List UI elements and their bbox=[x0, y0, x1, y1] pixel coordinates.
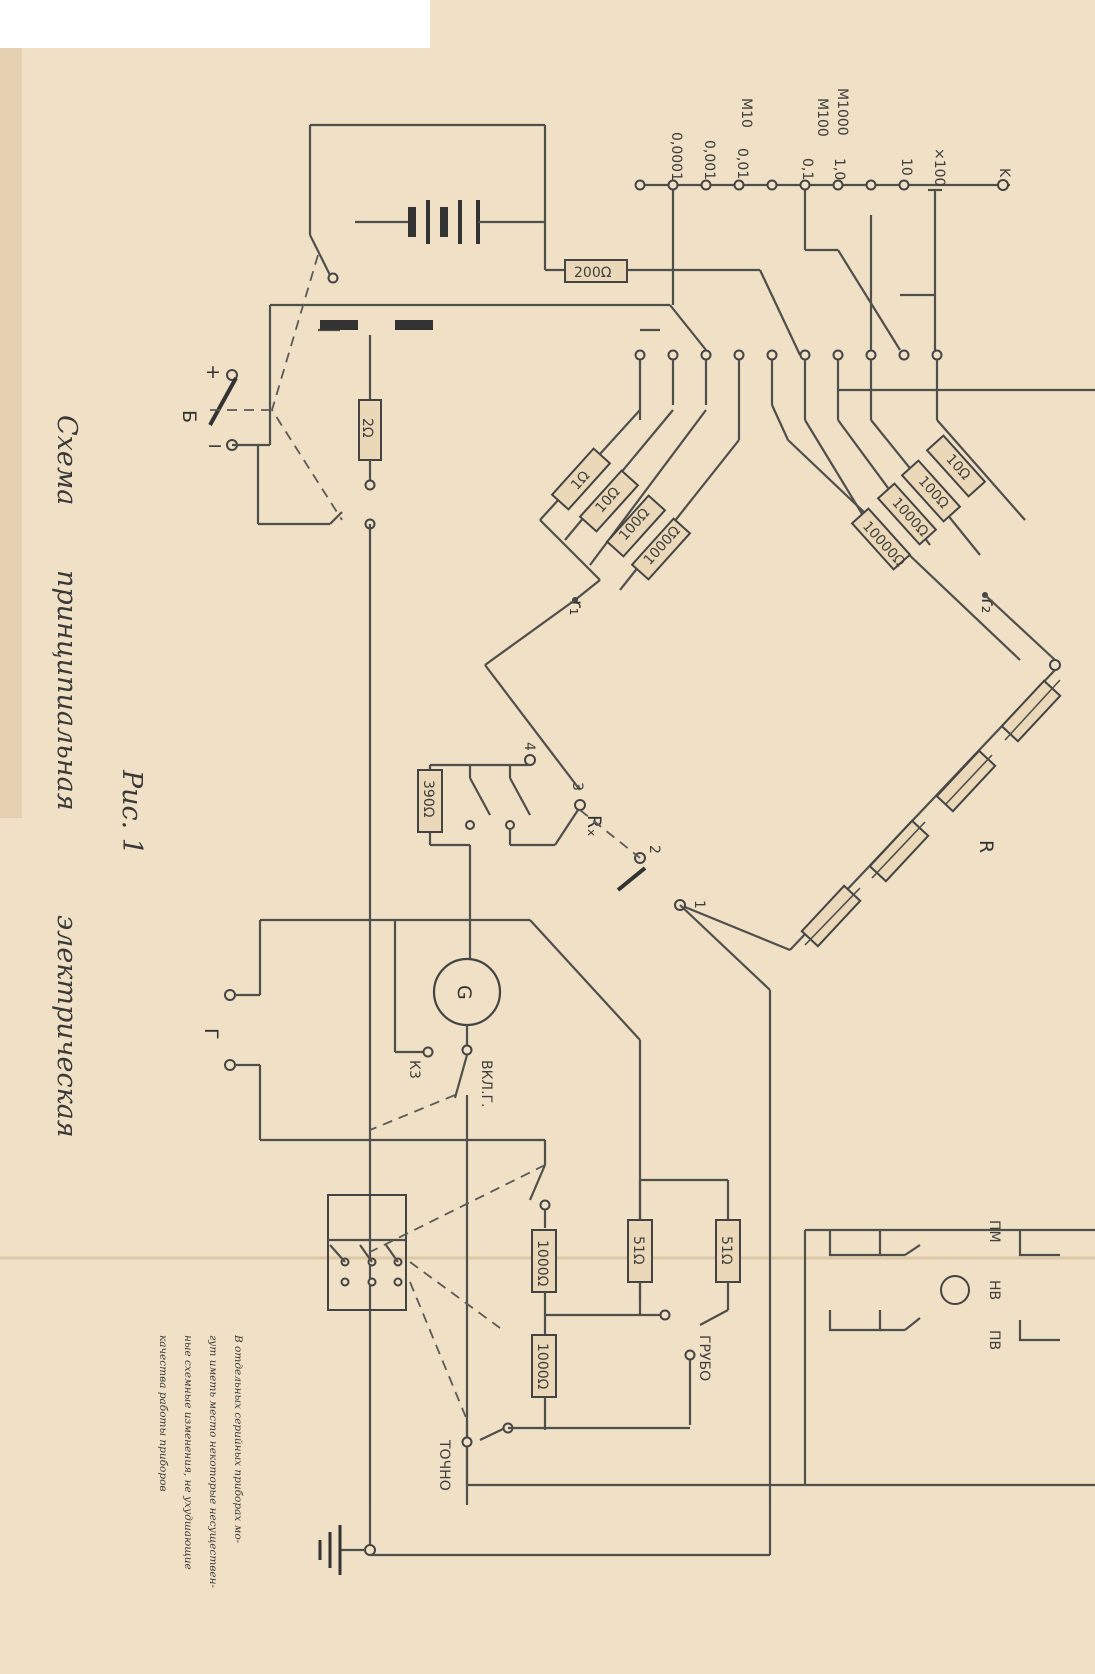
resistor-390 bbox=[417, 769, 443, 833]
rheostat-label: R bbox=[975, 840, 997, 853]
battery-minus: − bbox=[207, 435, 223, 457]
title-part-3: электрическая bbox=[51, 915, 82, 1138]
mult-M100: M100 bbox=[814, 98, 830, 137]
mult-M10: M10 bbox=[738, 98, 754, 128]
arm1-r10 bbox=[578, 469, 640, 533]
resistor-2-label: 2Ω bbox=[359, 418, 375, 438]
arm2-r10000 bbox=[850, 507, 912, 571]
galvanometer: К3 G ВКЛ.Г. Г bbox=[200, 904, 772, 1505]
battery-switch: 2Ω + − Б bbox=[178, 125, 433, 1505]
title-part-1: Схема bbox=[51, 415, 82, 505]
resistor-51a-label: 51Ω bbox=[630, 1236, 646, 1265]
resistor-1000a-label: 1000Ω bbox=[534, 1240, 550, 1287]
note-line-4: качества работы приборов bbox=[157, 1335, 169, 1492]
title-block: Схема принципиальная электрическая Рис. … bbox=[51, 415, 147, 1138]
arm2-r100 bbox=[900, 459, 962, 523]
range-0-0001: 0,0001 bbox=[668, 132, 684, 181]
figure-label: Рис. 1 bbox=[116, 769, 147, 855]
galvanometer-symbol: G bbox=[453, 985, 475, 1000]
resistor-51b-label: 51Ω bbox=[718, 1236, 734, 1265]
note-line-1: В отдельных серийных приборах мо- bbox=[232, 1334, 244, 1544]
arm2-r1000 bbox=[876, 482, 938, 546]
note-line-3: ные схемные изменения, не ухудшающие bbox=[182, 1335, 194, 1570]
range-0-01: 0,01 bbox=[734, 148, 750, 179]
lower-switch-block: 1000Ω 1000Ω 51Ω 51Ω ГРУБО ТОЧНО bbox=[327, 1164, 1095, 1491]
arm1-r100 bbox=[605, 494, 667, 558]
footnote: В отдельных серийных приборах мо- гут им… bbox=[157, 1334, 244, 1589]
node-2: 2 bbox=[646, 845, 662, 854]
mult-M1000: M1000 bbox=[834, 88, 850, 136]
ground-symbol bbox=[318, 1500, 772, 1575]
note-line-2: гут иметь место некоторые несуществен- bbox=[207, 1335, 219, 1589]
range-1-0: 1,0 bbox=[831, 158, 847, 180]
battery-plus: + bbox=[205, 361, 221, 383]
bridge-contacts bbox=[270, 190, 1095, 392]
paper-corner bbox=[0, 0, 430, 48]
range-10: 10 bbox=[898, 158, 914, 176]
range-switch: K ×100 10 1,0 0,1 0,01 0,001 0,0001 M100… bbox=[634, 88, 1012, 360]
node-3: 3 bbox=[569, 782, 585, 791]
rx-label: Rₓ bbox=[583, 815, 605, 837]
nv-label: НВ bbox=[986, 1280, 1002, 1300]
battery-cell: 200Ω bbox=[310, 123, 801, 356]
r1-label: r₁ bbox=[565, 600, 587, 615]
vkl-label: ВКЛ.Г. bbox=[478, 1060, 494, 1108]
resistor-1000b-label: 1000Ω bbox=[534, 1343, 550, 1390]
arm2-r10 bbox=[925, 434, 987, 498]
bridge-arm-r2: 10Ω 100Ω 1000Ω 10000Ω r₂ bbox=[787, 360, 1061, 671]
arm1-r1 bbox=[550, 447, 612, 511]
grubo-label: ГРУБО bbox=[696, 1335, 712, 1381]
node-1: 1 bbox=[691, 900, 707, 909]
resistor-51a bbox=[627, 1219, 653, 1283]
title-part-2: принципиальная bbox=[51, 570, 82, 811]
connector-block: ПМ НВ ПВ bbox=[803, 1220, 1095, 1485]
arm1-r1000 bbox=[630, 517, 692, 581]
battery-name: Б bbox=[178, 410, 200, 423]
range-K: K bbox=[996, 168, 1012, 178]
resistor-1000b bbox=[531, 1334, 557, 1398]
resistor-200-label: 200Ω bbox=[574, 265, 612, 281]
paper-edge bbox=[0, 48, 22, 818]
tochno-label: ТОЧНО bbox=[436, 1439, 452, 1491]
g-terminal-label: Г bbox=[200, 1028, 222, 1040]
pm-label: ПМ bbox=[986, 1220, 1002, 1243]
node-4: 4 bbox=[521, 742, 537, 751]
range-0-001: 0,001 bbox=[701, 140, 717, 180]
bridge-arm-r1: 1Ω 10Ω 100Ω 1000Ω r₁ bbox=[484, 360, 790, 791]
k3-label: К3 bbox=[406, 1060, 422, 1079]
rheostat-R: R bbox=[679, 669, 1062, 952]
rx-terminals: 4 3 Rₓ 2 1 390Ω bbox=[417, 742, 707, 1010]
range-0-1: 0,1 bbox=[799, 158, 815, 180]
resistor-390-label: 390Ω bbox=[420, 780, 436, 818]
range-x100: ×100 bbox=[931, 148, 947, 186]
pv-label: ПВ bbox=[986, 1330, 1002, 1350]
